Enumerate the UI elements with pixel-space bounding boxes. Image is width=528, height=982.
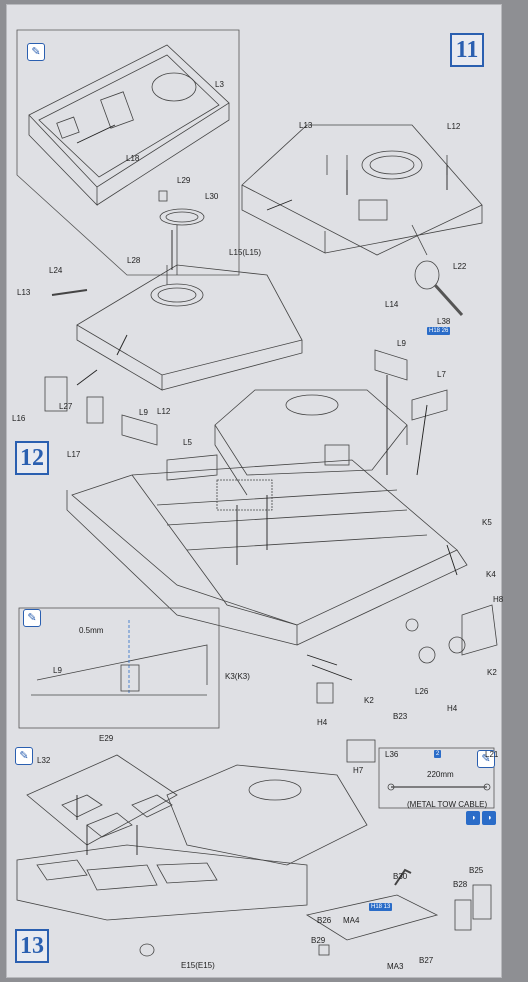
part-label: L28: [127, 256, 141, 265]
part-label: L12: [447, 122, 461, 131]
part-label: H4: [317, 718, 328, 727]
part-label: L27: [59, 402, 73, 411]
part-label: B23: [393, 712, 408, 721]
part-label: H7: [353, 766, 364, 775]
paint-code-icon: ◑: [482, 811, 496, 825]
part-label: L14: [385, 300, 399, 309]
part-label: L17: [67, 450, 81, 459]
part-label: L16: [12, 414, 26, 423]
instruction-page: 11 12 13 ✎ ✎ ✎ ✎ ◑ ◑ H18 26 H18 13 2 L3 …: [6, 4, 504, 978]
part-label: L18: [126, 154, 140, 163]
rear-hull: [16, 844, 308, 921]
detail-dimension: 0.5mm: [79, 626, 104, 635]
part-label: L29: [177, 176, 191, 185]
part-label: K4: [486, 570, 496, 579]
part-label: B29: [311, 936, 326, 945]
step-number-12: 12: [15, 441, 49, 475]
hull-top-plate: [76, 264, 303, 376]
cable-length: 220mm: [427, 770, 454, 779]
part-label: L9: [53, 666, 62, 675]
part-label: B28: [453, 880, 468, 889]
glue-bottle-icon: ✎: [15, 747, 33, 765]
hatch-part: [414, 260, 440, 290]
part-label: L13: [299, 121, 313, 130]
part-label: L38: [437, 317, 451, 326]
part-label: L9: [139, 408, 148, 417]
part-label: L5: [183, 438, 192, 447]
part-label: L26: [415, 687, 429, 696]
paint-code-badge: H18 13: [369, 903, 393, 911]
cable-note: (METAL TOW CABLE): [407, 800, 488, 809]
paint-code-badge: H18 26: [427, 327, 451, 335]
part-label: L7: [437, 370, 446, 379]
part-label: B26: [317, 916, 332, 925]
rear-plate-assembly: [305, 894, 439, 941]
part-label: B27: [419, 956, 434, 965]
part-label: B25: [469, 866, 484, 875]
part-label: L13: [17, 288, 31, 297]
paint-code-icon: ◑: [466, 811, 480, 825]
part-label: L22: [453, 262, 467, 271]
part-label: K5: [482, 518, 492, 527]
part-label: L3: [215, 80, 224, 89]
part-label: L9: [397, 339, 406, 348]
part-label: K2: [487, 668, 497, 677]
quantity-badge: 2: [434, 750, 442, 758]
part-label: B30: [393, 872, 408, 881]
part-label: K3(K3): [225, 672, 250, 681]
glue-bottle-icon: ✎: [23, 609, 41, 627]
part-label: L32: [37, 756, 51, 765]
step-number-11: 11: [450, 33, 484, 67]
glue-bottle-icon: ✎: [477, 750, 495, 768]
part-label: L21: [485, 750, 499, 759]
assembly-drawing: [16, 29, 498, 957]
part-label: L30: [205, 192, 219, 201]
part-label: L12: [157, 407, 171, 416]
part-label: L15(L15): [229, 248, 262, 257]
step-number-13: 13: [15, 929, 49, 963]
part-label: H4: [447, 704, 458, 713]
part-label: MA3: [387, 962, 404, 971]
part-label: L24: [49, 266, 63, 275]
part-label: E15(E15): [181, 961, 215, 970]
part-label: L36: [385, 750, 399, 759]
glue-bottle-icon: ✎: [27, 43, 45, 61]
superstructure-plate: [241, 124, 483, 256]
engine-deck: [26, 754, 178, 846]
part-label: MA4: [343, 916, 360, 925]
part-label: H8: [493, 595, 504, 604]
part-label: K2: [364, 696, 374, 705]
main-hull: [71, 459, 458, 626]
part-label: E29: [99, 734, 114, 743]
